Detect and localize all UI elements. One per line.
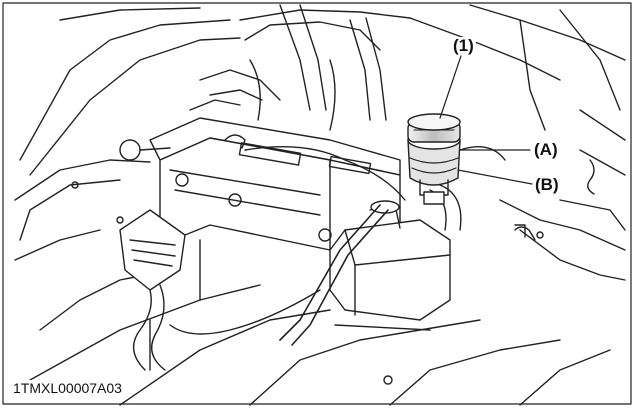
battery-cables bbox=[119, 134, 406, 201]
fluid-reservoir bbox=[407, 113, 461, 205]
callout-label-b: (B) bbox=[533, 175, 561, 194]
electrical-connector bbox=[119, 209, 186, 371]
leader-lines bbox=[439, 55, 533, 185]
callout-label-a: (A) bbox=[532, 140, 560, 159]
figure-code: 1TMXL00007A03 bbox=[10, 380, 125, 396]
callout-label-1: (1) bbox=[451, 36, 476, 55]
background-frame bbox=[19, 4, 626, 281]
reservoir-tank bbox=[329, 200, 451, 331]
fasteners bbox=[71, 181, 544, 385]
figure-border bbox=[2, 2, 632, 405]
